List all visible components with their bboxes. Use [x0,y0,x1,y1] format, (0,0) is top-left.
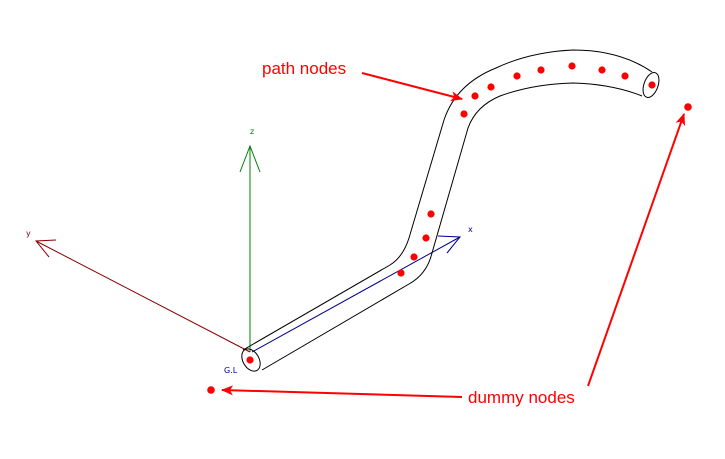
path-node [471,92,479,100]
origin-label: G.L [224,366,238,375]
y-axis [35,240,251,353]
x-axis-arrowhead [437,235,462,254]
path-nodes-label: path nodes [262,59,346,78]
x-axis [251,236,461,353]
path-node [246,356,254,364]
pipe-end-cap [642,72,660,98]
path-node [568,62,576,70]
annotations: path nodes dummy nodes [221,59,686,407]
dummy-nodes [207,103,692,394]
path-node [537,66,545,74]
y-axis-arrowhead [34,239,57,258]
dummy-nodes-label: dummy nodes [468,388,575,407]
path-node [621,72,629,80]
path-node [648,81,656,89]
path-node [460,110,468,118]
path-node [513,72,521,80]
path-node [487,83,495,91]
x-axis-label: x [468,225,473,234]
path-node [397,269,405,277]
pipe-outline-upper [242,49,653,351]
z-axis-arrowhead [239,144,261,173]
path-node [422,234,430,242]
path-nodes-arrow [361,72,463,102]
path-node [427,210,435,218]
path-node [598,66,606,74]
coordinate-axes: z y x G.L [26,127,473,375]
path-nodes [246,62,656,364]
y-axis-label: y [26,229,31,238]
dummy-nodes-arrow-right [587,113,686,387]
pipe [241,49,660,372]
dummy-nodes-arrow-left [221,385,463,398]
pipe-start-cap [241,348,261,372]
dummy-node [684,103,692,111]
z-axis-label: z [250,127,254,136]
pipe-outline-lower [261,82,643,371]
path-node [410,253,418,261]
dummy-node [207,386,215,394]
